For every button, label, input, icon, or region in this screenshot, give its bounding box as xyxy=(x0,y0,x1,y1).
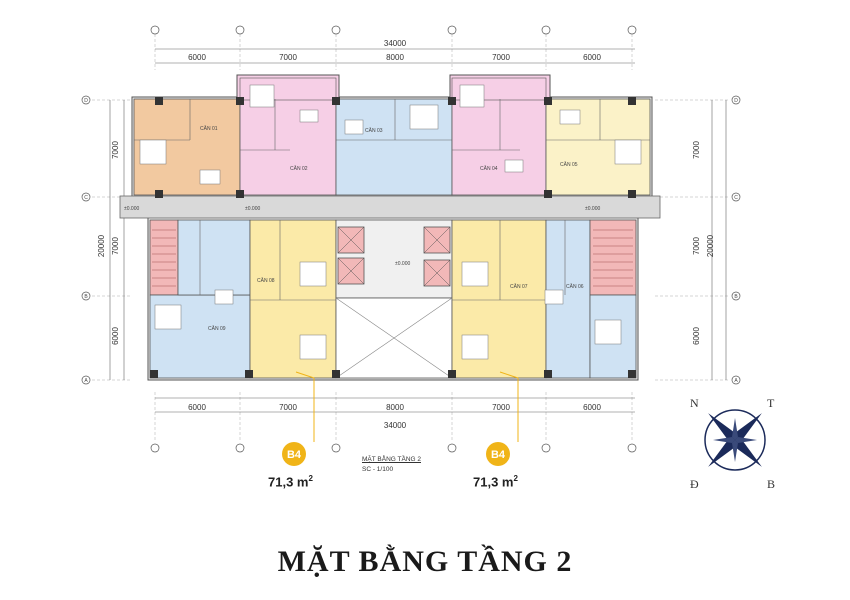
apartment-label-06: CĂN 06 xyxy=(566,283,584,290)
apartment-label-01: CĂN 01 xyxy=(200,125,218,132)
badge-circle-left xyxy=(282,442,306,466)
level-mark-4: ±0.000 xyxy=(395,261,410,267)
dim-left-3: 6000 xyxy=(111,327,120,345)
dim-bottom-4: 7000 xyxy=(492,403,510,412)
drawing-caption: MẶT BẰNG TẦNG 2 SC - 1/100 xyxy=(362,455,421,475)
grid-axis-markers-left: D C B A xyxy=(81,95,130,385)
apartment-label-03: CĂN 03 xyxy=(365,127,383,134)
axis-letter-right-2: B xyxy=(734,294,738,300)
structural-columns xyxy=(150,97,636,378)
dim-top-4: 7000 xyxy=(492,53,510,62)
dim-bottom-2: 7000 xyxy=(279,403,297,412)
axis-marker-bottom-5 xyxy=(627,443,637,453)
axis-letter-right-1: C xyxy=(734,195,738,201)
badge-area-left: 71,3 m2 xyxy=(268,474,313,489)
dim-left-1: 7000 xyxy=(111,141,120,159)
axis-marker-top-5 xyxy=(627,25,637,35)
axis-marker-bottom-1 xyxy=(235,443,245,453)
badge-area-right-unit: 2 xyxy=(513,474,518,483)
elevator-shafts xyxy=(337,226,451,287)
stair-right xyxy=(589,219,637,296)
badge-area-left-value: 71,3 m xyxy=(268,474,309,490)
dim-overall-top: 34000 xyxy=(384,39,407,48)
level-mark-2: ±0.000 xyxy=(245,206,260,212)
dim-left-total: 20000 xyxy=(97,234,106,257)
axis-marker-left-2 xyxy=(81,291,91,301)
apartment-label-09: CĂN 09 xyxy=(208,325,226,332)
dim-top-3: 8000 xyxy=(386,53,404,62)
badge-code-right: B4 xyxy=(491,449,506,461)
caption-scale: SC - 1/100 xyxy=(362,466,394,473)
stair-left xyxy=(149,219,179,296)
badge-leaders xyxy=(295,371,519,442)
dim-top-2: 7000 xyxy=(279,53,297,62)
apartment-label-05: CĂN 05 xyxy=(560,161,578,168)
axis-marker-top-4 xyxy=(541,25,551,35)
dim-right-total: 20000 xyxy=(706,234,715,257)
axis-letter-left-3: A xyxy=(84,378,88,384)
level-mark-1: ±0.000 xyxy=(124,206,139,212)
page-title: MẶT BẰNG TẦNG 2 xyxy=(277,545,573,578)
dimension-lines xyxy=(109,48,727,413)
axis-marker-right-0 xyxy=(731,95,741,105)
badge-area-right: 71,3 m2 xyxy=(473,474,518,489)
compass-rose xyxy=(704,409,766,471)
compass-west-label: Đ xyxy=(690,477,699,491)
apartment-label-08: CĂN 08 xyxy=(257,277,275,284)
void-cross xyxy=(335,297,453,379)
grid-axis-markers-bottom xyxy=(150,392,637,453)
axis-marker-top-0 xyxy=(150,25,160,35)
axis-marker-right-3 xyxy=(731,375,741,385)
apartment-04 xyxy=(451,98,547,196)
interior-walls xyxy=(134,99,650,301)
axis-letter-right-0: D xyxy=(734,98,738,104)
badge-area-right-value: 71,3 m xyxy=(473,474,514,490)
axis-marker-bottom-3 xyxy=(447,443,457,453)
grid-axis-markers-top xyxy=(150,25,637,70)
level-mark-3: ±0.000 xyxy=(585,206,600,212)
furniture xyxy=(139,84,642,360)
badge-area-left-unit: 2 xyxy=(308,474,313,483)
stair-treads xyxy=(152,229,633,287)
axis-marker-bottom-4 xyxy=(541,443,551,453)
apartment-label-04: CĂN 04 xyxy=(480,165,498,172)
axis-marker-left-3 xyxy=(81,375,91,385)
axis-letter-left-1: C xyxy=(84,195,88,201)
dim-right-3: 6000 xyxy=(692,327,701,345)
badge-circle-right xyxy=(486,442,510,466)
axis-letter-left-0: D xyxy=(84,98,88,104)
apartment-label-02: CĂN 02 xyxy=(290,165,308,172)
dim-top-5: 6000 xyxy=(583,53,601,62)
axis-marker-top-2 xyxy=(331,25,341,35)
compass-east-label: T xyxy=(767,396,775,410)
axis-marker-left-1 xyxy=(81,192,91,202)
dim-bottom-1: 6000 xyxy=(188,403,206,412)
compass-south-label: B xyxy=(767,477,775,491)
apartment-09-top xyxy=(177,219,251,296)
axis-marker-left-0 xyxy=(81,95,91,105)
axis-marker-top-3 xyxy=(447,25,457,35)
compass-north-label: N xyxy=(690,396,699,410)
apartment-label-07: CĂN 07 xyxy=(510,283,528,290)
caption-title: MẶT BẰNG TẦNG 2 xyxy=(362,456,421,463)
apartment-02 xyxy=(239,98,337,196)
dim-top-1: 6000 xyxy=(188,53,206,62)
axis-marker-bottom-2 xyxy=(331,443,341,453)
axis-marker-right-2 xyxy=(731,291,741,301)
axis-marker-top-1 xyxy=(235,25,245,35)
grid-axis-markers-right: D C B A xyxy=(655,95,741,385)
axis-letter-right-3: A xyxy=(734,378,738,384)
dim-right-2: 7000 xyxy=(692,237,701,255)
axis-letter-left-2: B xyxy=(84,294,88,300)
badge-code-left: B4 xyxy=(287,449,302,461)
axis-marker-right-1 xyxy=(731,192,741,202)
dim-bottom-3: 8000 xyxy=(386,403,404,412)
central-corridor xyxy=(119,195,661,219)
dim-bottom-5: 6000 xyxy=(583,403,601,412)
dim-left-2: 7000 xyxy=(111,237,120,255)
dim-overall-bottom: 34000 xyxy=(384,421,407,430)
axis-marker-bottom-0 xyxy=(150,443,160,453)
dim-right-1: 7000 xyxy=(692,141,701,159)
